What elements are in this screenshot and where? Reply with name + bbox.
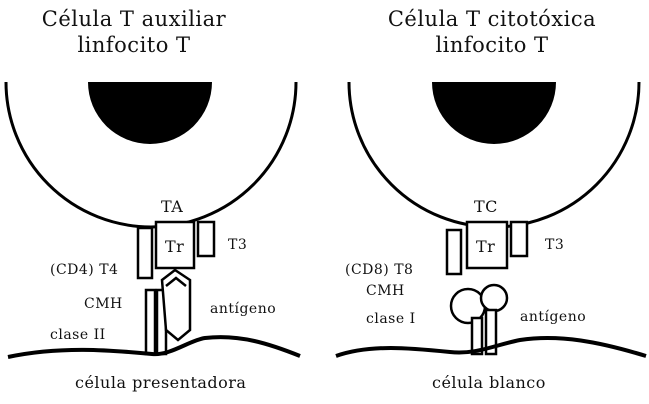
right-mhc-label-line2: clase I	[366, 311, 416, 327]
left-t3-molecule	[198, 222, 214, 256]
right-title: Célula T citotóxica linfocito T	[362, 6, 622, 58]
right-antigen-label: antígeno	[520, 309, 586, 325]
left-mhc-label-line2: clase II	[50, 327, 106, 343]
right-tr-label: Tr	[476, 237, 495, 256]
right-cd8-molecule	[447, 230, 461, 274]
right-nucleus	[432, 82, 556, 144]
left-t3-label: T3	[228, 237, 247, 253]
right-title-line2: linfocito T	[362, 32, 622, 58]
left-coreceptor-label: (CD4) T4	[50, 262, 118, 278]
left-t-cell	[6, 82, 296, 227]
left-antigen-peptide	[162, 270, 190, 340]
left-title-line2: linfocito T	[14, 32, 254, 58]
right-bottom-label: célula blanco	[432, 373, 546, 392]
right-mhc-label-line1: CMH	[366, 283, 405, 299]
left-bottom-label: célula presentadora	[75, 373, 246, 392]
right-t3-label: T3	[545, 237, 564, 253]
right-mhc-domain-2	[481, 285, 507, 311]
left-cd4-molecule	[138, 228, 152, 278]
right-cell-label: TC	[474, 197, 498, 216]
left-mhc-label-line1: CMH	[84, 296, 123, 312]
left-nucleus	[88, 82, 212, 144]
left-cell-label: TA	[161, 197, 183, 216]
left-mhc-stalk-1	[146, 290, 155, 354]
left-tr-label: Tr	[165, 237, 184, 256]
left-title: Célula T auxiliar linfocito T	[14, 6, 254, 58]
right-title-line1: Célula T citotóxica	[362, 6, 622, 32]
left-title-line1: Célula T auxiliar	[14, 6, 254, 32]
right-coreceptor-label: (CD8) T8	[345, 262, 413, 278]
right-t3-molecule	[511, 222, 527, 256]
left-antigen-label: antígeno	[210, 301, 276, 317]
